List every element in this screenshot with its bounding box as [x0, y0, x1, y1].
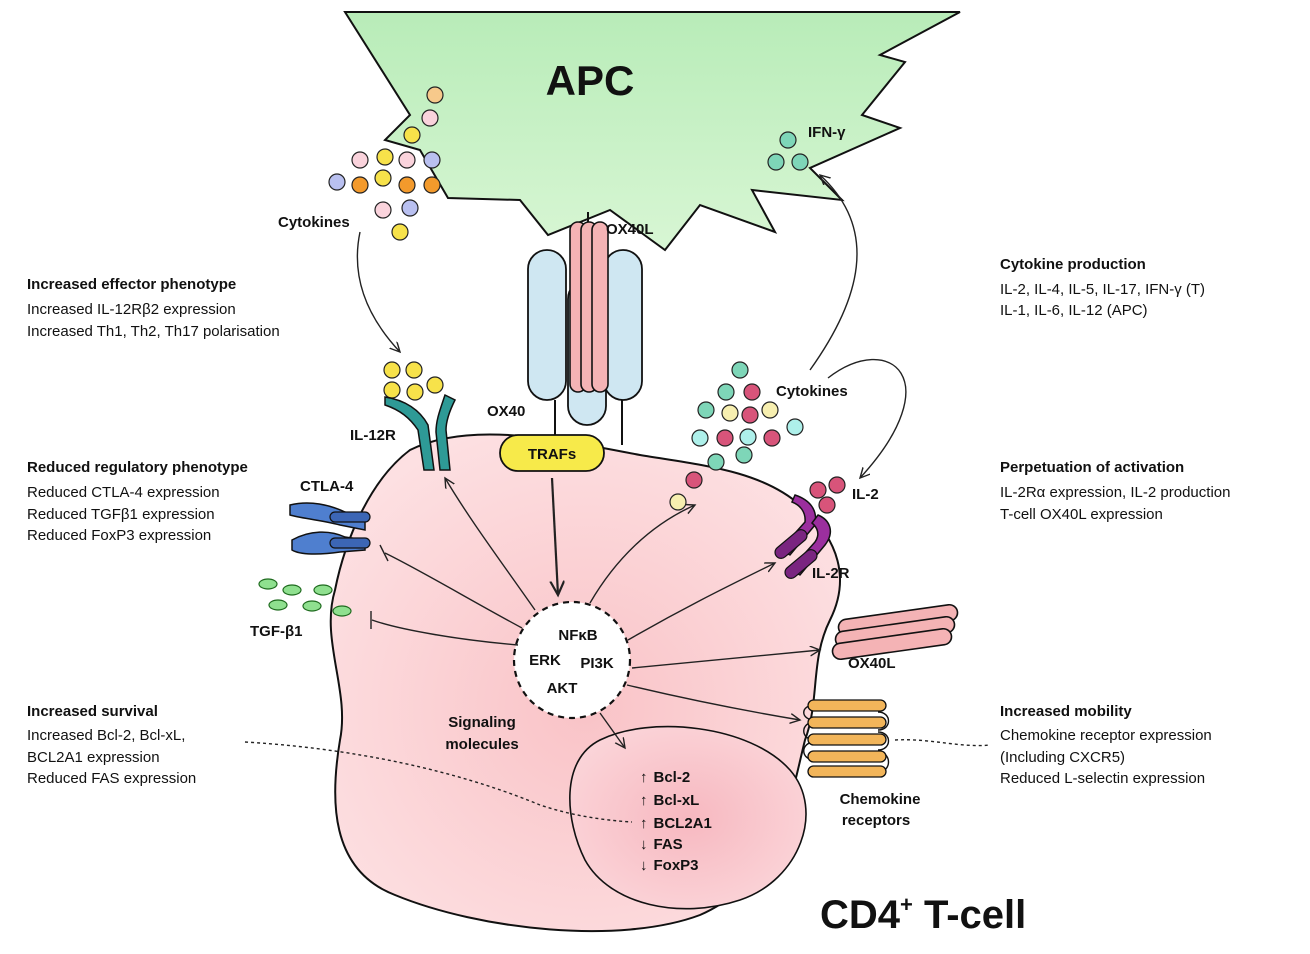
signaling-hub: NFκB ERK PI3K AKT: [512, 600, 632, 720]
trafs-label: TRAFs: [528, 446, 576, 463]
panel-regulatory-title: Reduced regulatory phenotype: [27, 459, 248, 476]
il2r-receptor: [774, 476, 846, 579]
panel-activation-title: Perpetuation of activation: [1000, 459, 1184, 476]
cytokines-cluster-right: [669, 361, 804, 511]
hub-akt: AKT: [547, 680, 578, 697]
il12r-receptor: [383, 361, 457, 471]
panel-mobility-line: Chemokine receptor expression: [1000, 727, 1212, 744]
cytokine-arrow-left: [356, 231, 400, 352]
gene-arrow: ↓: [640, 857, 648, 874]
cytokines-left-label: Cytokines: [278, 214, 350, 231]
il12r-label: IL-12R: [350, 427, 396, 444]
svg-text:↓FoxP3: ↓ FoxP3: [640, 857, 699, 874]
svg-text:↑Bcl-xL: ↑ Bcl-xL: [640, 792, 699, 809]
panel-effector-title: Increased effector phenotype: [27, 276, 236, 293]
hub-erk: ERK: [529, 652, 561, 669]
ifn-gamma-label: IFN-γ: [808, 124, 846, 141]
panel-survival: Increased survival Increased Bcl-2, Bcl-…: [27, 703, 196, 787]
apc-label: APC: [546, 57, 635, 104]
svg-text:↓FAS: ↓ FAS: [640, 836, 683, 853]
panel-activation-line: T-cell OX40L expression: [1000, 506, 1163, 523]
panel-cytokine-line: IL-2, IL-4, IL-5, IL-17, IFN-γ (T): [1000, 281, 1205, 298]
panel-mobility-line: Reduced L-selectin expression: [1000, 770, 1205, 787]
tcell-label: CD4+ T-cell: [820, 892, 1026, 937]
gene-arrow: ↑: [640, 815, 648, 832]
signaling-label-1: Signaling: [448, 714, 516, 731]
chemokine-receptors: [803, 699, 890, 778]
ox40l-right-label: OX40L: [848, 655, 896, 672]
gene-arrow: ↑: [640, 792, 648, 809]
hub-pi3k: PI3K: [580, 655, 614, 672]
ctla4-receptor: [289, 502, 371, 555]
panel-cytokine-title: Cytokine production: [1000, 256, 1146, 273]
panel-survival-line: BCL2A1 expression: [27, 749, 160, 766]
panel-mobility-title: Increased mobility: [1000, 703, 1132, 720]
tcell-label-rest: T-cell: [913, 893, 1026, 937]
cytokine-arrow-to-il2: [827, 358, 907, 478]
gene-arrow: ↓: [640, 836, 648, 853]
panel-cytokine-line: IL-1, IL-6, IL-12 (APC): [1000, 302, 1148, 319]
panel-mobility-line: (Including CXCR5): [1000, 749, 1125, 766]
gene-name: FoxP3: [654, 857, 699, 874]
panel-cytokine-production: Cytokine production IL-2, IL-4, IL-5, IL…: [1000, 256, 1205, 319]
panel-mobility: Increased mobility Chemokine receptor ex…: [1000, 703, 1212, 787]
panel-regulatory-line: Reduced TGFβ1 expression: [27, 506, 215, 523]
cytokines-cluster-left: [328, 86, 444, 241]
cytokines-right-label: Cytokines: [776, 383, 848, 400]
tgfb1-label: TGF-β1: [250, 623, 303, 640]
trafs-adaptor: TRAFs: [499, 434, 605, 472]
ox40l-tcell: [831, 603, 959, 661]
tgfb1-molecules: [258, 578, 352, 617]
panel-effector: Increased effector phenotype Increased I…: [27, 276, 280, 340]
gene-name: FAS: [654, 836, 683, 853]
svg-text:↑Bcl-2: ↑ Bcl-2: [640, 769, 690, 786]
cytokine-arrow-to-ifn: [809, 175, 858, 371]
panel-effector-line: Increased IL-12Rβ2 expression: [27, 301, 236, 318]
ox40-label: OX40: [487, 403, 525, 420]
panel-regulatory: Reduced regulatory phenotype Reduced CTL…: [27, 459, 248, 544]
ctla4-label: CTLA-4: [300, 478, 354, 495]
panel-activation: Perpetuation of activation IL-2Rα expres…: [1000, 459, 1230, 523]
gene-name: BCL2A1: [654, 815, 712, 832]
panel-survival-line: Reduced FAS expression: [27, 770, 196, 787]
chemokine-label-1: Chemokine: [840, 791, 921, 808]
signaling-arrows: [370, 478, 820, 748]
ox40l-top-label: OX40L: [606, 221, 654, 238]
tcell-label-main: CD4: [820, 893, 901, 937]
panel-activation-line: IL-2Rα expression, IL-2 production: [1000, 484, 1230, 501]
gene-name: Bcl-2: [654, 769, 691, 786]
gene-arrow: ↑: [640, 769, 648, 786]
signaling-label-2: molecules: [445, 736, 518, 753]
il2r-label: IL-2R: [812, 565, 850, 582]
apc-cell: APC: [343, 11, 961, 252]
svg-text:↑BCL2A1: ↑ BCL2A1: [640, 815, 712, 832]
ifn-gamma-molecules: [767, 131, 809, 171]
nucleus: ↑ Bcl-2 ↑ Bcl-xL ↑ BCL2A1 ↓ FAS ↓ FoxP3: [569, 725, 807, 910]
survival-leader-line: [244, 741, 633, 823]
panel-survival-line: Increased Bcl-2, Bcl-xL,: [27, 727, 185, 744]
chemokine-label-2: receptors: [842, 812, 910, 829]
ox40l-ligand: [569, 212, 609, 393]
tcell-label-sup: +: [900, 892, 913, 917]
il2-label: IL-2: [852, 486, 879, 503]
gene-name: Bcl-xL: [654, 792, 700, 809]
panel-effector-line: Increased Th1, Th2, Th17 polarisation: [27, 323, 280, 340]
mobility-leader-line: [894, 739, 991, 747]
nucleus-gene-list: ↑ Bcl-2 ↑ Bcl-xL ↑ BCL2A1 ↓ FAS ↓ FoxP3: [640, 769, 712, 874]
panel-regulatory-line: Reduced CTLA-4 expression: [27, 484, 220, 501]
hub-nfkb: NFκB: [558, 627, 597, 644]
panel-regulatory-line: Reduced FoxP3 expression: [27, 527, 211, 544]
panel-survival-title: Increased survival: [27, 703, 158, 720]
